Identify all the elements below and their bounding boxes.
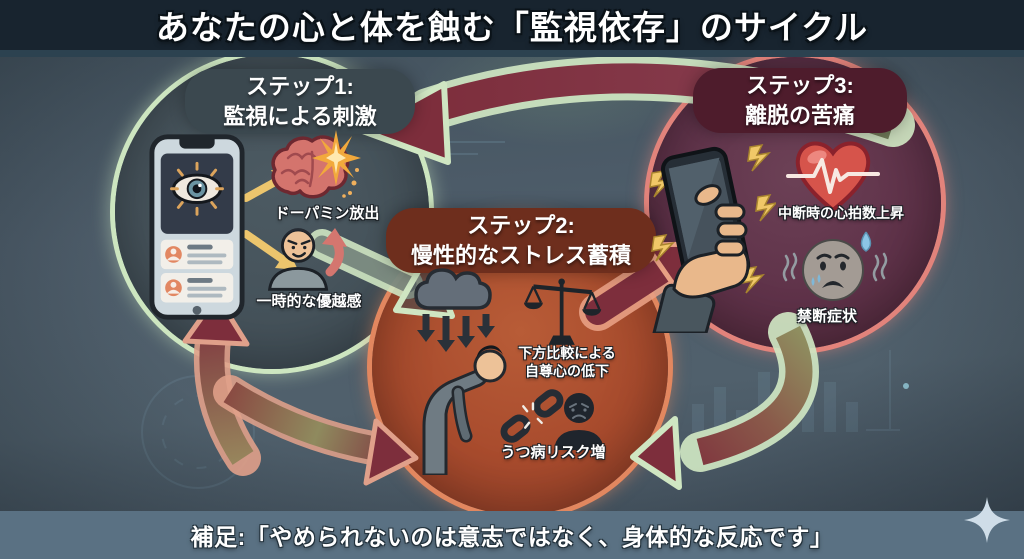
step2-heading-line2: 慢性的なストレス蓄積: [410, 242, 631, 268]
comparison-label-line1: 下方比較による: [518, 345, 616, 361]
superiority-label-text: 一時的な優越感: [256, 293, 362, 310]
step3-heading-line2: 離脱の苦痛: [744, 102, 855, 128]
arrow-step3-to-step2: [630, 312, 819, 490]
dopamine-label-text: ドーパミン放出: [274, 205, 380, 222]
step3-heading-line1: ステップ3:: [746, 72, 854, 98]
title-bar-accent-strip: [0, 50, 1024, 57]
storm-cloud-icon: [414, 268, 495, 352]
smug-person-icon: [267, 228, 329, 291]
dopamine-label: ドーパミン放出: [275, 205, 380, 224]
withdrawal-label-text: 禁断症状: [796, 308, 858, 325]
page-title: あなたの心と体を蝕む「監視依存」のサイクル: [155, 9, 869, 46]
step2-heading: ステップ2: 慢性的なストレス蓄積: [386, 208, 656, 273]
step1-heading-line2: 監視による刺激: [223, 103, 377, 129]
bowing-person-icon: [422, 345, 507, 475]
withdrawal-label: 禁断症状: [797, 308, 857, 327]
broken-chain-icon: [500, 389, 564, 443]
superiority-rise-arrow: [322, 228, 347, 277]
falling-arrows-icon: [417, 314, 495, 352]
distressed-face-icon: [782, 231, 888, 301]
superiority-arrow: [242, 230, 298, 270]
sad-silhouette-icon: [554, 393, 604, 450]
footer-bar: 補足:「やめられないのは意志ではなく、身体的な反応です」: [0, 511, 1024, 559]
downward-comparison-label: 下方比較による 自尊心の低下: [518, 345, 616, 380]
title-bar: あなたの心と体を蝕む「監視依存」のサイクル: [0, 0, 1024, 50]
depression-risk-label: うつ病リスク増: [500, 444, 605, 463]
heart-pulse-icon: [786, 141, 880, 213]
step2-heading-line1: ステップ2:: [467, 212, 575, 238]
footer-note: 補足:「やめられないのは意志ではなく、身体的な反応です」: [190, 524, 834, 550]
step3-heading: ステップ3: 離脱の苦痛: [693, 68, 907, 133]
depression-risk-label-text: うつ病リスク増: [500, 444, 606, 461]
superiority-label: 一時的な優越感: [256, 293, 361, 312]
arrow-step1-to-step2-lower: [213, 375, 419, 486]
comparison-label-line2: 自尊心の低下: [525, 362, 609, 379]
heartrate-label: 中断時の心拍数上昇: [778, 205, 904, 223]
brain-spark-icon: [271, 130, 361, 199]
scales-icon: [524, 278, 602, 345]
hand-phone-icon: [649, 144, 776, 333]
surveillance-phone-icon: [149, 134, 245, 320]
sparkle-icon: [964, 497, 1010, 543]
step1-heading-line1: ステップ1:: [246, 73, 354, 99]
step1-heading: ステップ1: 監視による刺激: [185, 69, 415, 134]
heartrate-label-text: 中断時の心拍数上昇: [778, 205, 904, 221]
